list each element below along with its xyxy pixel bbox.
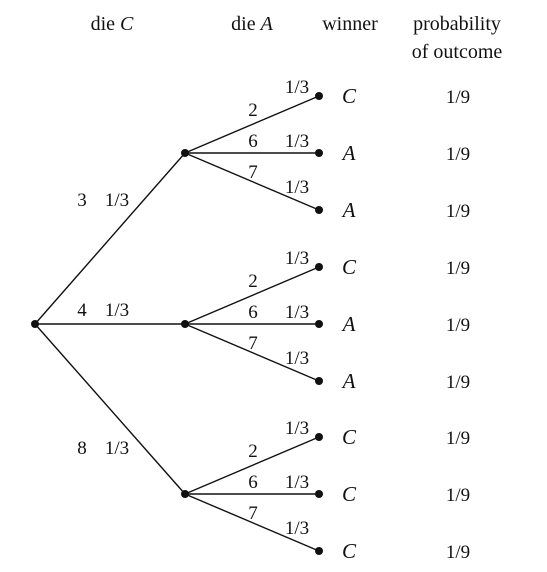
leaf-node <box>315 547 323 555</box>
die-c-value-label: 3 <box>77 190 87 211</box>
root-node <box>31 320 39 328</box>
edge-die-a-2 <box>184 95 320 154</box>
edge-labels: 3 1/3 2 1/3 6 1/3 7 1/3 4 1/3 2 1/3 6 1/3 7 1/3 8 1/3 2 1/3… <box>77 77 309 539</box>
die-a-value-label: 6 <box>248 472 258 493</box>
leaf-node <box>315 263 323 271</box>
node-die-c-4 <box>181 320 189 328</box>
die-a-prob-label: 1/3 <box>285 518 309 539</box>
header-die-c: die C <box>91 13 134 35</box>
die-a-value-label: 2 <box>248 100 258 121</box>
leaf-node <box>315 320 323 328</box>
edge-die-c-3 <box>34 152 186 325</box>
outcome-probability: 1/9 <box>446 315 470 336</box>
die-a-prob-label: 1/3 <box>285 418 309 439</box>
die-a-prob-label: 1/3 <box>285 248 309 269</box>
edge-die-a-2 <box>184 266 320 325</box>
header-winner: winner <box>322 13 378 35</box>
node-die-c-3 <box>181 149 189 157</box>
die-a-value-label: 7 <box>248 503 258 524</box>
winner-label: A <box>341 312 356 336</box>
die-a-prob-label: 1/3 <box>285 177 309 198</box>
die-c-prob-label: 1/3 <box>105 190 129 211</box>
outcome-probability: 1/9 <box>446 542 470 563</box>
winner-label: C <box>342 539 357 563</box>
winner-label: A <box>341 141 356 165</box>
winner-label: C <box>342 425 357 449</box>
header-of-outcome: of outcome <box>412 41 503 63</box>
die-a-value-label: 2 <box>248 441 258 462</box>
leaf-node <box>315 149 323 157</box>
die-a-prob-label: 1/3 <box>285 131 309 152</box>
die-c-prob-label: 1/3 <box>105 300 129 321</box>
edge-die-a-7 <box>184 493 320 552</box>
outcome-probability: 1/9 <box>446 87 470 108</box>
winner-label: C <box>342 255 357 279</box>
edge-die-c-8 <box>34 323 186 495</box>
outcome-probability: 1/9 <box>446 201 470 222</box>
leaf-node <box>315 206 323 214</box>
edge-die-a-7 <box>184 152 320 211</box>
die-a-prob-label: 1/3 <box>285 348 309 369</box>
edge-die-a-2 <box>184 436 320 495</box>
winner-label: A <box>341 369 356 393</box>
die-c-prob-label: 1/3 <box>105 438 129 459</box>
outcome-probability: 1/9 <box>446 144 470 165</box>
die-a-value-label: 7 <box>248 162 258 183</box>
edge-die-a-7 <box>184 323 320 382</box>
leaf-node <box>315 92 323 100</box>
die-c-value-label: 4 <box>77 300 87 321</box>
outcome-probability: 1/9 <box>446 258 470 279</box>
outcome-probability: 1/9 <box>446 485 470 506</box>
die-a-value-label: 7 <box>248 333 258 354</box>
node-die-c-8 <box>181 490 189 498</box>
outcome-probability: 1/9 <box>446 428 470 449</box>
die-c-value-label: 8 <box>77 438 87 459</box>
header-probability: probability <box>413 13 501 35</box>
leaf-node <box>315 433 323 441</box>
die-a-prob-label: 1/3 <box>285 302 309 323</box>
winner-label: A <box>341 198 356 222</box>
leaf-node <box>315 490 323 498</box>
die-a-value-label: 2 <box>248 271 258 292</box>
header-die-a: die A <box>231 13 273 35</box>
die-a-value-label: 6 <box>248 302 258 323</box>
outcome-probability: 1/9 <box>446 372 470 393</box>
winner-label: C <box>342 84 357 108</box>
die-a-value-label: 6 <box>248 131 258 152</box>
leaf-node <box>315 377 323 385</box>
winner-label: C <box>342 482 357 506</box>
tree-nodes <box>31 92 323 555</box>
die-a-prob-label: 1/3 <box>285 472 309 493</box>
tree-edges <box>34 95 320 552</box>
die-a-prob-label: 1/3 <box>285 77 309 98</box>
